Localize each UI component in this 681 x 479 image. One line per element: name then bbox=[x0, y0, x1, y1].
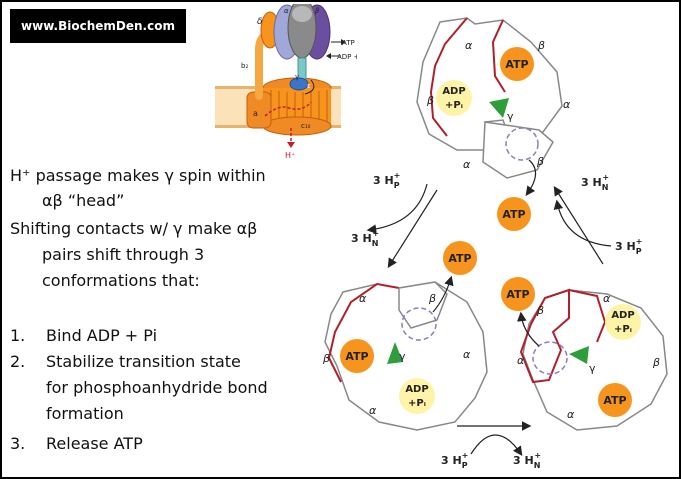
beta-label: β bbox=[315, 7, 320, 15]
svg-text:α: α bbox=[567, 408, 575, 421]
list-num-2: 2. bbox=[10, 352, 26, 371]
h3p-bottom-label: 3 HP+ bbox=[441, 451, 468, 470]
svg-text:β: β bbox=[536, 304, 544, 317]
list-item-3: Release ATP bbox=[46, 434, 143, 453]
list-item-2: Stabilize transition state bbox=[46, 352, 241, 371]
svg-text:α: α bbox=[603, 292, 611, 305]
a-label: a bbox=[253, 109, 258, 118]
h3p-left-label: 3 HP+ bbox=[373, 171, 400, 190]
svg-text:+Pᵢ: +Pᵢ bbox=[614, 324, 632, 335]
enzyme-bottom-left bbox=[324, 281, 488, 431]
adp-bottom-right bbox=[605, 304, 641, 340]
website-banner[interactable]: www.BiochemDen.com bbox=[10, 9, 186, 43]
svg-text:+Pᵢ: +Pᵢ bbox=[445, 100, 463, 111]
svg-text:α: α bbox=[517, 354, 525, 367]
atp-left-free bbox=[443, 241, 477, 275]
list-item-2-cont-2: formation bbox=[46, 404, 124, 423]
text-line-4: pairs shift through 3 bbox=[42, 245, 205, 264]
list-item-2-cont-1: for phosphoanhydride bond bbox=[46, 378, 268, 397]
red-outline-br-2 bbox=[568, 289, 607, 343]
atp-bottom-right bbox=[598, 383, 632, 417]
svg-text:ADP: ADP bbox=[611, 310, 634, 321]
svg-text:ADP: ADP bbox=[442, 86, 465, 97]
binding-change-cycle: ATP ADP +Pᵢ α β β α γ α β ATP ATP ATP 3 … bbox=[322, 17, 668, 470]
svg-text:γ: γ bbox=[589, 362, 596, 375]
atp-label: ATP bbox=[342, 39, 355, 47]
b2-label: b₂ bbox=[241, 62, 248, 70]
atp-released-mid bbox=[497, 197, 531, 231]
adp-pi-label: ADP + Pᵢ bbox=[337, 53, 357, 61]
svg-text:ATP: ATP bbox=[603, 394, 626, 407]
text-line-1: H⁺ passage makes γ spin within bbox=[10, 166, 266, 185]
svg-text:γ: γ bbox=[399, 350, 406, 363]
hplus-label: H⁺ bbox=[285, 151, 295, 160]
svg-text:α: α bbox=[463, 348, 471, 361]
atp-top bbox=[500, 47, 534, 81]
text-line-5: conformations that: bbox=[42, 271, 200, 290]
gamma-arrow-top bbox=[489, 98, 509, 118]
svg-text:ATP: ATP bbox=[505, 58, 528, 71]
svg-text:β: β bbox=[322, 352, 330, 365]
h3p-right-label: 3 HP+ bbox=[615, 237, 642, 256]
gamma-label: γ bbox=[295, 73, 299, 81]
text-line-2: αβ “head” bbox=[42, 191, 125, 210]
h3n-bottom-label: 3 HN+ bbox=[513, 451, 541, 470]
red-outline-br bbox=[519, 288, 570, 384]
svg-text:ATP: ATP bbox=[448, 252, 471, 265]
h3n-left-label: 3 HN+ bbox=[351, 229, 379, 248]
svg-text:ATP: ATP bbox=[345, 350, 368, 363]
red-outline-top-2 bbox=[491, 19, 506, 93]
svg-text:α: α bbox=[563, 98, 571, 111]
svg-text:β: β bbox=[652, 356, 660, 369]
atp-bottom-left bbox=[340, 339, 374, 373]
svg-text:α: α bbox=[465, 39, 473, 52]
atp-synthase-structure: δ b₂ a c₁₀ H⁺ γ ε α β ATP ADP + Pᵢ bbox=[215, 4, 357, 160]
adp-bottom-left bbox=[399, 378, 435, 414]
atp-right-free bbox=[501, 277, 535, 311]
svg-text:β: β bbox=[428, 292, 436, 305]
svg-text:ATP: ATP bbox=[506, 288, 529, 301]
list-item-1: Bind ADP + Pi bbox=[46, 326, 158, 345]
red-outline-top-1 bbox=[429, 17, 468, 137]
list-num-3: 3. bbox=[10, 434, 26, 453]
svg-text:α: α bbox=[463, 158, 471, 171]
svg-text:β: β bbox=[536, 155, 544, 168]
svg-text:α: α bbox=[359, 292, 367, 305]
text-line-3: Shifting contacts w/ γ make αβ bbox=[10, 219, 258, 238]
red-outline-bl bbox=[327, 282, 400, 383]
open-beta-bl bbox=[398, 281, 448, 329]
svg-text:α: α bbox=[369, 404, 377, 417]
c10-label: c₁₀ bbox=[301, 122, 311, 130]
epsilon-subunit bbox=[289, 77, 309, 91]
gamma-arrow-br bbox=[569, 346, 589, 364]
adp-top bbox=[436, 80, 472, 116]
alpha-label: α bbox=[284, 7, 289, 15]
proton-path-arrow bbox=[264, 101, 312, 117]
svg-text:ATP: ATP bbox=[502, 208, 525, 221]
svg-text:β: β bbox=[426, 94, 434, 107]
svg-text:+Pᵢ: +Pᵢ bbox=[408, 398, 426, 409]
svg-text:β: β bbox=[537, 39, 545, 52]
h3n-right-label: 3 HN+ bbox=[581, 173, 609, 192]
gamma-arrow-bl bbox=[387, 342, 403, 364]
delta-label: δ bbox=[257, 17, 263, 27]
epsilon-label: ε bbox=[307, 82, 311, 90]
list-num-1: 1. bbox=[10, 326, 26, 345]
svg-text:ADP: ADP bbox=[405, 384, 428, 395]
gamma-subunit bbox=[297, 57, 307, 81]
svg-text:γ: γ bbox=[507, 110, 514, 123]
